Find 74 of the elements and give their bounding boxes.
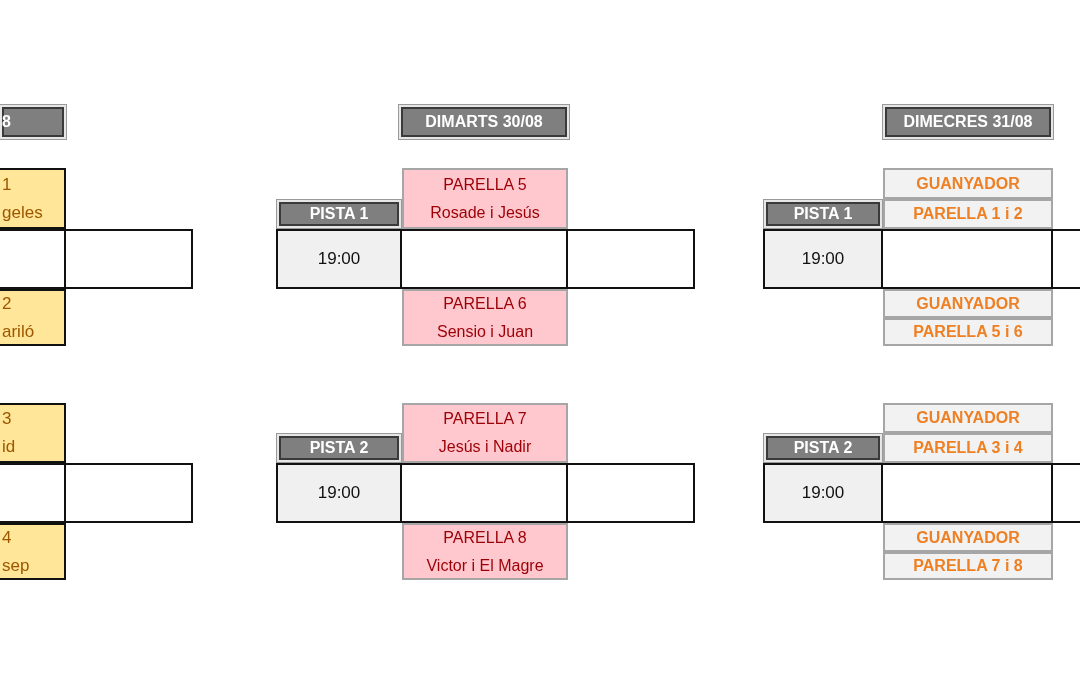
winner-slot — [883, 523, 1053, 552]
match-time: 19:00 — [317, 483, 361, 503]
pair-number: 3 — [2, 408, 12, 430]
match-time: 19:00 — [801, 249, 845, 269]
pair-number: 2 — [2, 292, 12, 315]
court-label: PISTA 1 — [309, 205, 369, 223]
pair-number: 4 — [2, 526, 12, 549]
pair-card — [0, 523, 66, 580]
score-field — [66, 229, 193, 289]
court-header — [763, 199, 883, 229]
score-field — [568, 229, 695, 289]
court-header — [276, 199, 402, 229]
day-header — [398, 104, 570, 140]
day-label: 8 — [2, 113, 11, 131]
match-time: 19:00 — [317, 249, 361, 269]
score-field — [402, 229, 568, 289]
score-field — [0, 463, 66, 523]
pair-number: PARELLA 5 — [443, 174, 527, 195]
winner-label: PARELLA 7 i 8 — [913, 557, 1023, 575]
court-header — [276, 433, 402, 463]
day-label: DIMECRES 31/08 — [903, 113, 1033, 131]
winner-slot — [883, 289, 1053, 318]
player-names: Sensio i Juan — [436, 321, 534, 342]
winner-slot — [883, 403, 1053, 433]
pair-number: PARELLA 7 — [443, 409, 527, 429]
day-header — [882, 104, 1054, 140]
score-field — [0, 229, 66, 289]
winner-slot — [883, 318, 1053, 346]
score-field — [1053, 463, 1080, 523]
pair-card — [0, 289, 66, 346]
winner-slot — [883, 552, 1053, 580]
time-slot — [276, 463, 402, 523]
score-field — [883, 229, 1053, 289]
winner-label: PARELLA 5 i 6 — [913, 323, 1023, 341]
player-names: geles — [2, 201, 43, 224]
court-label: PISTA 2 — [793, 439, 853, 457]
day-header — [0, 104, 67, 140]
score-field — [402, 463, 568, 523]
time-slot — [276, 229, 402, 289]
time-slot — [763, 463, 883, 523]
court-label: PISTA 2 — [309, 439, 369, 457]
pair-card — [0, 168, 66, 229]
pair-number: PARELLA 6 — [443, 293, 527, 314]
pair-card — [402, 289, 568, 346]
winner-slot — [883, 199, 1053, 229]
winner-label: PARELLA 3 i 4 — [913, 439, 1023, 457]
player-names: Victor i El Magre — [426, 555, 544, 576]
pair-card — [402, 523, 568, 580]
score-field — [66, 463, 193, 523]
score-field — [1053, 229, 1080, 289]
score-field — [883, 463, 1053, 523]
player-names: id — [2, 436, 16, 458]
court-header — [763, 433, 883, 463]
winner-label: GUANYADOR — [916, 528, 1020, 547]
court-label: PISTA 1 — [793, 205, 853, 223]
winner-label: GUANYADOR — [916, 174, 1020, 193]
winner-slot — [883, 433, 1053, 463]
winner-slot — [883, 168, 1053, 199]
match-time: 19:00 — [801, 483, 845, 503]
pair-number: PARELLA 8 — [443, 527, 527, 548]
score-field — [568, 463, 695, 523]
day-label: DIMARTS 30/08 — [425, 113, 543, 131]
winner-label: GUANYADOR — [916, 409, 1020, 427]
pair-number: 1 — [2, 173, 12, 196]
player-names: ariló — [2, 320, 35, 343]
winner-label: GUANYADOR — [916, 294, 1020, 313]
player-names: sep — [2, 554, 30, 577]
time-slot — [763, 229, 883, 289]
winner-label: PARELLA 1 i 2 — [913, 205, 1023, 223]
pair-card — [402, 403, 568, 463]
pair-card — [0, 403, 66, 463]
player-names: Jesús i Nadir — [438, 437, 532, 457]
player-names: Rosade i Jesús — [430, 202, 540, 223]
pair-card — [402, 168, 568, 229]
